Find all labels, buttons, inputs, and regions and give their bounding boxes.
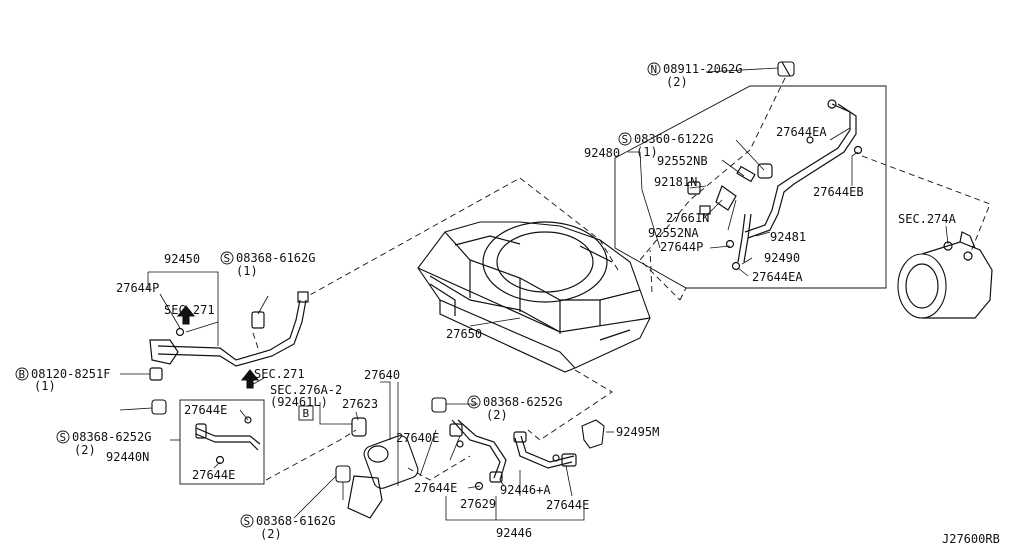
label-sec276A-2: SEC.276A-2 — [270, 383, 342, 397]
label-27650: 27650 — [446, 327, 482, 341]
label-qty-08120: (1) — [34, 379, 56, 393]
label-sec271-lower: SEC.271 — [254, 367, 305, 381]
prefix-b-box: B — [303, 407, 310, 420]
prefix-s-08360: S — [622, 133, 629, 146]
label-08368-6252G-center: 08368-6252G — [483, 395, 562, 409]
label-92480: 92480 — [584, 146, 620, 160]
label-sec271-upper: SEC.271 — [164, 303, 215, 317]
label-08120-8251F: 08120-8251F — [31, 367, 110, 381]
leader-lines — [119, 67, 949, 521]
diagram-code: J27600RB — [942, 532, 1000, 546]
label-92446A: 92446+A — [500, 483, 551, 497]
label-08911-2062G: 08911-2062G — [663, 62, 742, 76]
arrow-sec271-upper — [176, 305, 196, 325]
bolt-08368-6252G-left-drawing — [151, 399, 167, 415]
dashed-flow-lines — [251, 77, 991, 481]
label-92440N: 92440N — [106, 450, 149, 464]
prefix-s-08368-6252G-2: S — [471, 396, 478, 409]
label-27623: 27623 — [342, 397, 378, 411]
heater-unit-drawing — [417, 221, 651, 373]
label-08360-6122G: 08360-6122G — [634, 132, 713, 146]
label-qty-08368-6252G-left: (2) — [74, 443, 96, 457]
label-qty-08360: (1) — [636, 145, 658, 159]
label-08368-6162G-lower: 08368-6162G — [256, 514, 335, 528]
prefix-s-08368-6162G-2: S — [244, 515, 251, 528]
label-27640E: 27640E — [396, 431, 439, 445]
label-27661N: 27661N — [666, 211, 709, 225]
label-92552NA: 92552NA — [648, 226, 699, 240]
label-27644P-upper: 27644P — [660, 240, 703, 254]
pipe-92450-drawing — [149, 291, 309, 381]
label-qty-08368-6162G-lower: (2) — [260, 527, 282, 541]
label-92446: 92446 — [496, 526, 532, 540]
compressor-drawing — [897, 231, 993, 319]
part-labels: 08911-2062G (2) 92480 08360-6122G (1) 27… — [31, 62, 1000, 546]
label-92481: 92481 — [770, 230, 806, 244]
label-92181N: 92181N — [654, 175, 697, 189]
label-92552NB: 92552NB — [657, 154, 708, 168]
prefix-s-08368-6162G-1: S — [224, 252, 231, 265]
pipe-92446-drawing — [431, 397, 577, 491]
label-27644E-right: 27644E — [546, 498, 589, 512]
label-27629: 27629 — [460, 497, 496, 511]
pipe-92440N-box — [179, 399, 265, 485]
label-27644EA-upper: 27644EA — [776, 125, 827, 139]
label-27644E-center: 27644E — [414, 481, 457, 495]
label-92490: 92490 — [764, 251, 800, 265]
label-27644E-box-bottom: 27644E — [192, 468, 235, 482]
label-92495M: 92495M — [616, 425, 659, 439]
label-08368-6252G-left: 08368-6252G — [72, 430, 151, 444]
label-27644EB: 27644EB — [813, 185, 864, 199]
label-27640: 27640 — [364, 368, 400, 382]
receiver-drier-drawing — [335, 417, 419, 519]
gasket-92495M-drawing — [581, 419, 605, 449]
label-92461L: (92461L) — [270, 395, 328, 409]
pipe-box-upper-right — [614, 85, 887, 289]
label-sec274A: SEC.274A — [898, 212, 957, 226]
label-qty-08368-6162G-upper: (1) — [236, 264, 258, 278]
label-qty-08911: (2) — [666, 75, 688, 89]
label-qty-08368-6252G-center: (2) — [486, 408, 508, 422]
label-27644EA-lower: 27644EA — [752, 270, 803, 284]
nut-08911-drawing — [777, 61, 795, 77]
label-92450: 92450 — [164, 252, 200, 266]
prefix-n-08911: N — [651, 63, 658, 76]
label-27644E-box-top: 27644E — [184, 403, 227, 417]
label-27644P-left: 27644P — [116, 281, 159, 295]
label-08368-6162G-upper: 08368-6162G — [236, 251, 315, 265]
prefix-symbols: N S S B S S S B — [15, 62, 661, 528]
prefix-b-08120: B — [19, 368, 26, 381]
prefix-s-08368-6252G-1: S — [60, 431, 67, 444]
